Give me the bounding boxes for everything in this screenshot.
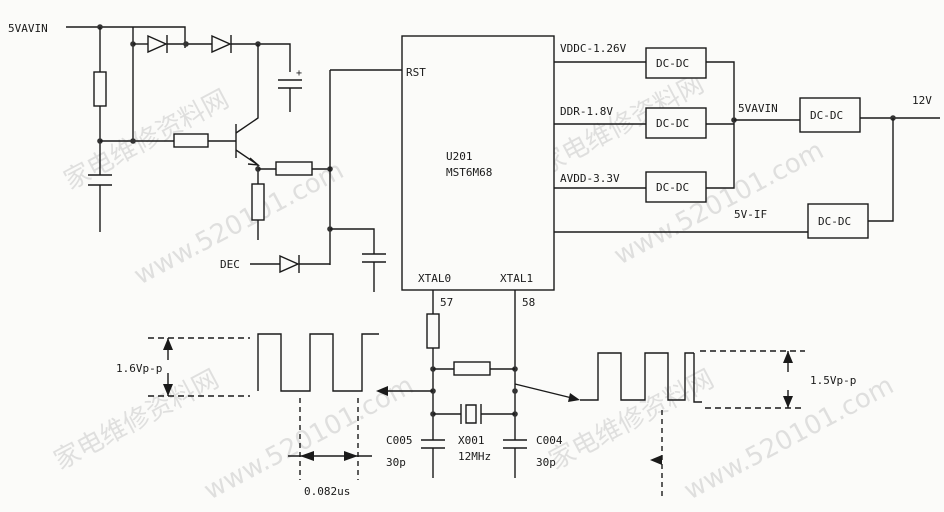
label-period: 0.082us — [304, 485, 350, 498]
crystal-x001 — [433, 404, 515, 424]
label-ddr: DDR-1.8V — [560, 105, 613, 118]
diode-dec — [279, 254, 300, 274]
dcdc-vddc — [645, 47, 707, 79]
dcdc-main-label: DC-DC — [810, 109, 843, 122]
dcdc-main — [799, 97, 861, 133]
label-x001-val: 12MHz — [458, 450, 491, 463]
resistor-emitter — [251, 183, 265, 221]
label-chip-ref: U201 — [446, 150, 473, 163]
dcdc-ddr — [645, 107, 707, 139]
label-c005: C005 — [386, 434, 413, 447]
dcdc-if-label: DC-DC — [818, 215, 851, 228]
label-xtal1: XTAL1 — [500, 272, 533, 285]
label-chip-part: MST6M68 — [446, 166, 492, 179]
dcdc-ddr-label: DC-DC — [656, 117, 689, 130]
reset-circuit: 5VAVIN + — [8, 22, 402, 292]
chip-u201: RST U201 MST6M68 XTAL0 XTAL1 57 58 — [401, 35, 555, 309]
label-vin-left: 5VAVIN — [8, 22, 48, 35]
label-vin-right: 5VAVIN — [738, 102, 778, 115]
resistor-output — [275, 161, 313, 176]
dcdc-avdd-label: DC-DC — [656, 181, 689, 194]
label-rst: RST — [406, 66, 426, 79]
watermark-url-2: www.520101.com — [609, 135, 829, 271]
square-wave-right — [580, 352, 702, 403]
oscillator-section: C005 30p X001 12MHz C004 30p — [376, 290, 580, 478]
dcdc-avdd — [645, 171, 707, 203]
label-c004: C004 — [536, 434, 563, 447]
label-avdd: AVDD-3.3V — [560, 172, 620, 185]
label-vif: 5V-IF — [734, 208, 767, 221]
diode-2 — [211, 34, 232, 54]
dcdc-vddc-label: DC-DC — [656, 57, 689, 70]
resistor-feedback — [453, 361, 491, 376]
watermark-cn-4: 家电维修资料网 — [544, 364, 719, 476]
chip-body — [401, 35, 555, 291]
label-amplitude-left: 1.6Vp-p — [116, 362, 162, 375]
resistor-xtal — [426, 313, 440, 349]
label-xtal0: XTAL0 — [418, 272, 451, 285]
power-section: VDDC-1.26V DDR-1.8V AVDD-3.3V 5V-IF 5VAV… — [554, 42, 940, 239]
resistor-base — [173, 133, 209, 148]
label-12v: 12V — [912, 94, 932, 107]
svg-text:+: + — [296, 68, 302, 79]
label-pin57: 57 — [440, 296, 453, 309]
label-amplitude-right: 1.5Vp-p — [810, 374, 856, 387]
label-pin58: 58 — [522, 296, 535, 309]
label-dec: DEC — [220, 258, 240, 271]
waveform-right: 1.5Vp-p — [580, 350, 856, 500]
resistor-top-left — [93, 71, 107, 107]
label-vddc: VDDC-1.26V — [560, 42, 627, 55]
label-c004-val: 30p — [536, 456, 556, 469]
diode-1 — [147, 34, 168, 54]
dcdc-if — [807, 203, 869, 239]
watermark-cn-3: 家电维修资料网 — [49, 364, 224, 476]
square-wave-left — [257, 333, 379, 392]
label-x001: X001 — [458, 434, 485, 447]
label-c005-val: 30p — [386, 456, 406, 469]
waveform-left: 1.6Vp-p 0.082us — [116, 333, 379, 498]
